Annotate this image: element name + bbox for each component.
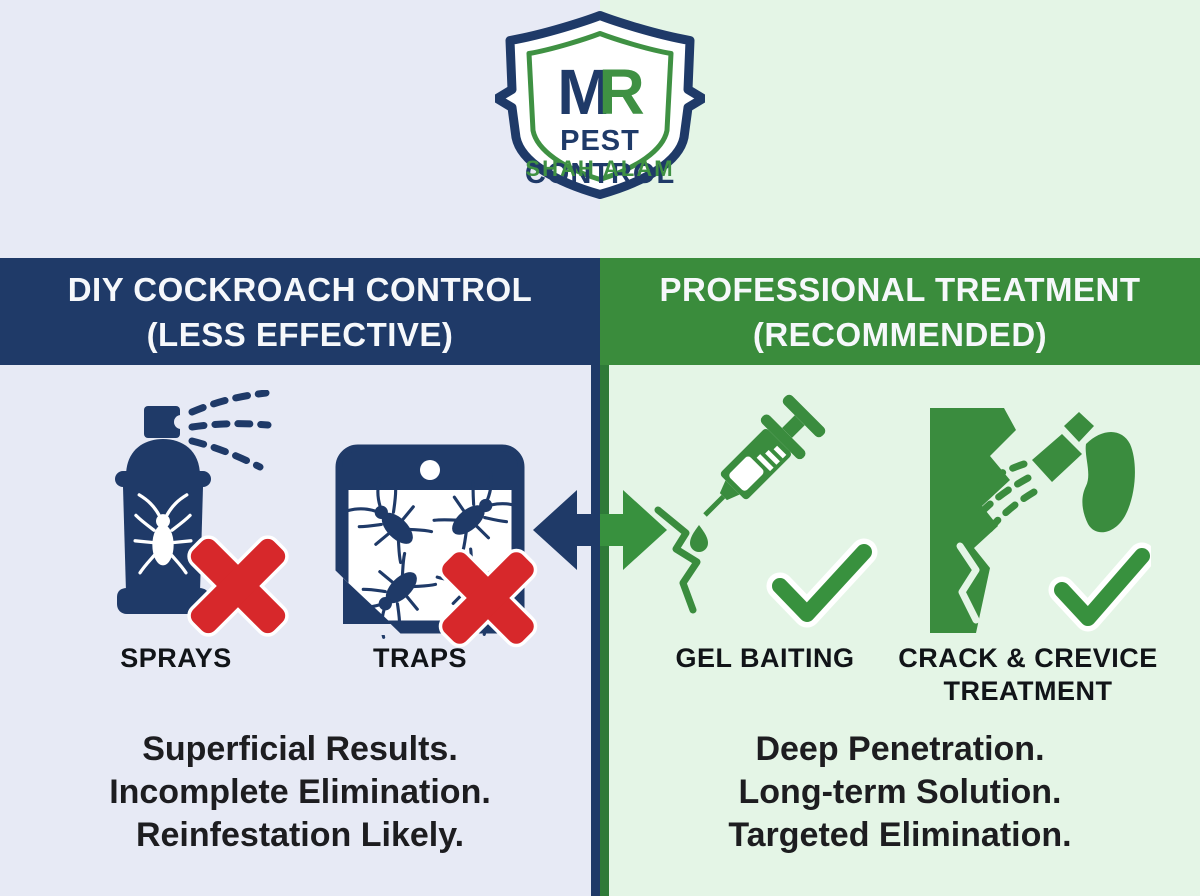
logo-location: SHAH ALAM [525, 156, 675, 181]
professional-summary-line3: Targeted Elimination. [728, 816, 1072, 854]
glue-trap-icon [334, 444, 538, 648]
spray-mist-icon [188, 390, 272, 471]
diy-header-line2: (LESS EFFECTIVE) [146, 315, 454, 353]
label-crack-crevice: CRACK & CREVICE TREATMENT [898, 643, 1158, 706]
diy-summary-line3: Reinfestation Likely. [135, 816, 465, 854]
green-check-icon [1048, 542, 1151, 632]
diy-header: DIY COCKROACH CONTROL (LESS EFFECTIVE) [0, 258, 600, 365]
professional-summary-line1: Deep Penetration. [755, 730, 1045, 768]
professional-summary: Deep Penetration. Long-term Solution. Ta… [640, 728, 1160, 857]
professional-header-line2: (RECOMMENDED) [752, 315, 1048, 353]
red-x-icon [187, 535, 289, 637]
label-gel-baiting: GEL BAITING [675, 643, 855, 673]
folded-corner [343, 578, 392, 624]
diy-summary: Superficial Results. Incomplete Eliminat… [40, 728, 560, 857]
label-sprays: SPRAYS [120, 643, 232, 673]
gel-syringe-icon [654, 394, 878, 628]
crack-icon [654, 506, 701, 614]
brand-logo: MR PEST CONTROL SHAH ALAM [495, 8, 705, 223]
center-divider-green [600, 365, 609, 896]
center-divider-navy [591, 365, 600, 896]
logo-monogram: MR [495, 55, 705, 129]
shield-badge-icon [495, 11, 705, 199]
diy-summary-line1: Superficial Results. [142, 730, 458, 768]
spray-nozzle-icon [1032, 412, 1135, 533]
professional-header: PROFESSIONAL TREATMENT (RECOMMENDED) [600, 258, 1200, 365]
green-check-icon [766, 538, 878, 628]
red-x-icon [438, 548, 538, 648]
gel-drop-icon [690, 525, 708, 552]
logo-name: PEST CONTROL [524, 125, 676, 190]
diy-summary-line2: Incomplete Elimination. [109, 773, 491, 811]
left-right-arrows-icon [533, 490, 667, 570]
label-traps: TRAPS [372, 643, 467, 673]
spray-can-icon [115, 390, 289, 637]
professional-summary-line2: Long-term Solution. [738, 773, 1062, 811]
logo-letter-m: M [557, 56, 610, 128]
crack-crevice-spray-icon [930, 408, 1151, 633]
spray-mist-icon [958, 460, 1038, 540]
logo-letter-r: R [598, 56, 645, 128]
professional-header-line1: PROFESSIONAL TREATMENT [659, 270, 1141, 308]
diy-header-line1: DIY COCKROACH CONTROL [67, 270, 533, 308]
